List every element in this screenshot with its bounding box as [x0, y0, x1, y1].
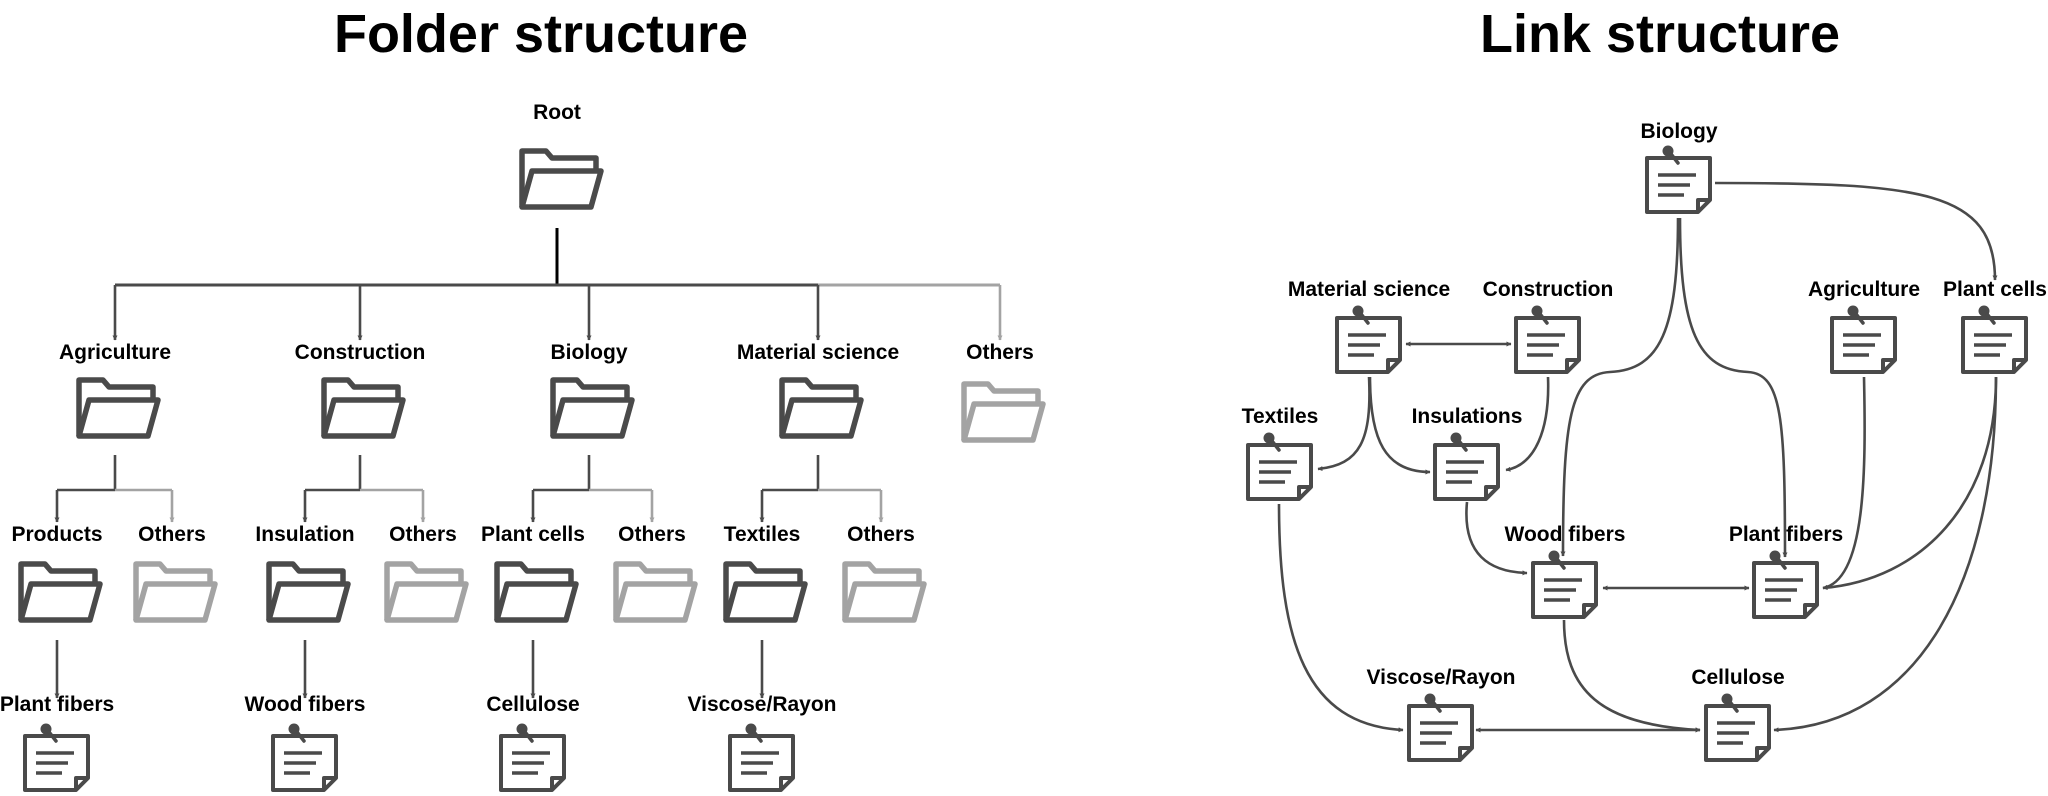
doc-label-plant-fibers: Plant fibers	[0, 693, 114, 716]
folder-tree-connectors	[54, 228, 1003, 699]
others-folder-icon[interactable]	[845, 564, 924, 620]
node-label-biology: Biology	[1641, 120, 1718, 143]
agriculture-folder-icon[interactable]	[79, 380, 158, 436]
node-label-viscose-rayon: Viscose/Rayon	[1366, 666, 1515, 689]
folder-label-others: Others	[618, 523, 686, 546]
others-folder-icon[interactable]	[616, 564, 695, 620]
folder-label-insulation: Insulation	[255, 523, 354, 546]
folder-label-biology: Biology	[551, 341, 628, 364]
folder-label-products: Products	[11, 523, 102, 546]
link-plant-cells-plant-fibers	[1822, 376, 1998, 591]
folder-label-construction: Construction	[295, 341, 426, 364]
node-label-agriculture: Agriculture	[1808, 278, 1920, 301]
folder-structure-title: Folder structure	[334, 4, 748, 64]
node-label-construction: Construction	[1483, 278, 1614, 301]
construction-folder-icon[interactable]	[324, 380, 403, 436]
insulation-folder-icon[interactable]	[269, 564, 348, 620]
textiles-folder-icon[interactable]	[726, 564, 805, 620]
plant-fibers-document-icon[interactable]	[1752, 548, 1819, 619]
wood-fibers-document-icon[interactable]	[271, 721, 338, 792]
node-label-plant-fibers: Plant fibers	[1729, 523, 1843, 546]
folder-label-others: Others	[389, 523, 457, 546]
folder-label-plant-cells: Plant cells	[481, 523, 585, 546]
node-label-plant-cells: Plant cells	[1943, 278, 2047, 301]
cellulose-document-icon[interactable]	[1704, 691, 1771, 762]
others-folder-icon[interactable]	[964, 384, 1043, 440]
material-science-document-icon[interactable]	[1335, 303, 1402, 374]
material-science-folder-icon[interactable]	[782, 380, 861, 436]
root-label: Root	[533, 101, 581, 124]
folder-tree: Root Agriculture Construction Biology Ma…	[0, 101, 1043, 792]
plant-cells-folder-icon[interactable]	[497, 564, 576, 620]
link-plant-cells-cellulose	[1773, 376, 1998, 733]
cellulose-document-icon[interactable]	[499, 721, 566, 792]
link-agriculture-plant-fibers	[1822, 376, 1866, 590]
construction-document-icon[interactable]	[1514, 303, 1581, 374]
doc-label-cellulose: Cellulose	[486, 693, 579, 716]
node-label-wood-fibers: Wood fibers	[1505, 523, 1626, 546]
insulations-document-icon[interactable]	[1433, 430, 1500, 501]
viscose-rayon-document-icon[interactable]	[1407, 691, 1474, 762]
textiles-document-icon[interactable]	[1246, 430, 1313, 501]
folder-label-agriculture: Agriculture	[59, 341, 171, 364]
biology-folder-icon[interactable]	[553, 380, 632, 436]
link-material-science-insulations	[1368, 376, 1431, 475]
products-folder-icon[interactable]	[21, 564, 100, 620]
link-structure-title: Link structure	[1480, 4, 1840, 64]
link-construction-insulations	[1505, 376, 1550, 472]
others-folder-icon[interactable]	[136, 564, 215, 620]
folder-label-others: Others	[847, 523, 915, 546]
others-folder-icon[interactable]	[387, 564, 466, 620]
node-label-textiles: Textiles	[1242, 405, 1319, 428]
link-biology-plant-cells	[1714, 181, 1998, 281]
doc-label-wood-fibers: Wood fibers	[245, 693, 366, 716]
viscose-rayon-document-icon[interactable]	[728, 721, 795, 792]
link-wood-fibers-cellulose	[1562, 619, 1701, 733]
folder-label-others: Others	[966, 341, 1034, 364]
node-label-insulations: Insulations	[1412, 405, 1523, 428]
node-label-material-science: Material science	[1288, 278, 1450, 301]
wood-fibers-document-icon[interactable]	[1531, 548, 1598, 619]
agriculture-document-icon[interactable]	[1830, 303, 1897, 374]
link-textiles-viscose-rayon	[1277, 503, 1404, 733]
link-graph-edges	[1277, 181, 1998, 733]
folder-label-material-science: Material science	[737, 341, 899, 364]
folder-label-textiles: Textiles	[724, 523, 801, 546]
doc-label-viscose-rayon: Viscose/Rayon	[687, 693, 836, 716]
plant-cells-document-icon[interactable]	[1961, 303, 2028, 374]
link-biology-wood-fibers	[1560, 217, 1680, 557]
node-label-cellulose: Cellulose	[1691, 666, 1784, 689]
link-insulations-wood-fibers	[1465, 501, 1528, 576]
link-material-science-textiles	[1317, 376, 1371, 472]
folder-label-others: Others	[138, 523, 206, 546]
biology-document-icon[interactable]	[1645, 143, 1712, 214]
link-biology-plant-fibers	[1678, 217, 1788, 558]
link-graph: Biology Material science Construction Ag…	[1242, 120, 2047, 762]
root-folder-icon[interactable]	[522, 151, 601, 207]
plant-fibers-document-icon[interactable]	[23, 721, 90, 792]
